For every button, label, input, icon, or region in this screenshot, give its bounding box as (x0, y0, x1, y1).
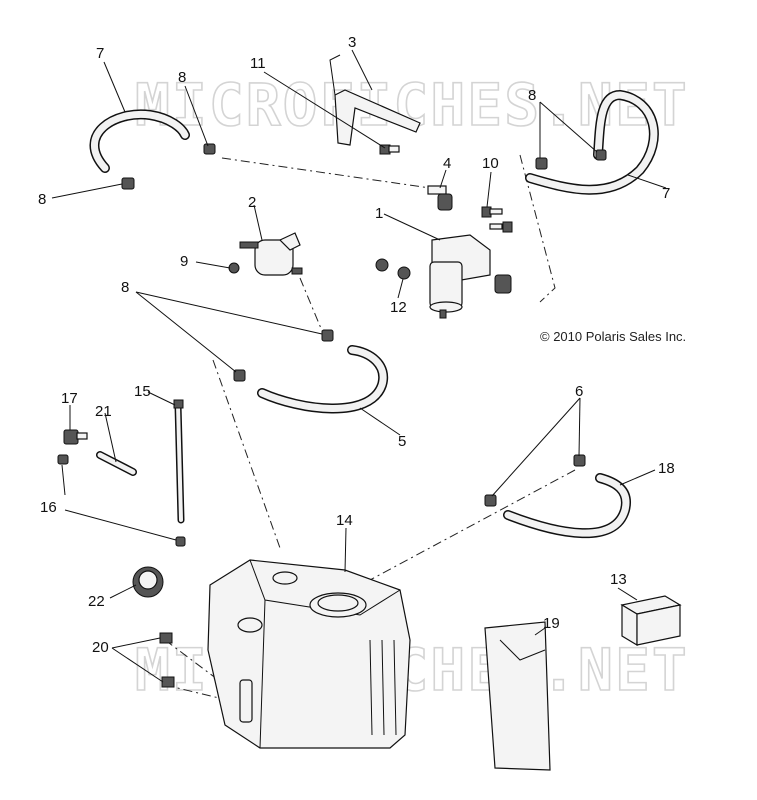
callout-13: 13 (610, 571, 627, 588)
callout-12: 12 (390, 299, 407, 316)
callout-numbers: 7 8 8 3 11 4 10 1 8 7 2 9 12 8 5 15 17 2… (38, 34, 675, 656)
callout-8-right: 8 (528, 87, 536, 104)
hose-left-part-7 (89, 109, 190, 173)
callout-14: 14 (336, 512, 353, 529)
bracket-part-3 (329, 54, 421, 146)
callout-15: 15 (134, 383, 151, 400)
box-part-13 (620, 595, 682, 647)
callout-3: 3 (348, 34, 356, 51)
fitting-part-4 (427, 185, 453, 211)
clamps (57, 143, 607, 547)
tube-part-21 (96, 451, 137, 476)
bag-part-19 (484, 621, 551, 771)
callout-5: 5 (398, 433, 406, 450)
tube-part-15 (173, 399, 185, 524)
fuel-tank-part-14 (207, 559, 411, 749)
copyright-notice: © 2010 Polaris Sales Inc. (540, 329, 686, 344)
callout-7-left: 7 (96, 45, 104, 62)
callout-11: 11 (250, 55, 266, 72)
cap-part-22 (132, 566, 164, 598)
leader-lines (51, 49, 667, 683)
hose-right-part-7 (525, 89, 659, 195)
callout-8-left: 8 (38, 191, 46, 208)
callout-10: 10 (482, 155, 499, 172)
fuel-filter-part-1 (429, 234, 512, 319)
callout-20: 20 (92, 639, 109, 656)
hose-part-5 (257, 345, 389, 414)
nuts-part-12 (375, 258, 411, 280)
callout-8-middle: 8 (121, 279, 129, 296)
callout-4: 4 (443, 155, 451, 172)
callout-21: 21 (95, 403, 112, 420)
pump-part-2 (239, 232, 303, 276)
callout-18: 18 (658, 460, 675, 477)
screw-part-9 (228, 262, 240, 274)
callout-16: 16 (40, 499, 57, 516)
callout-17: 17 (61, 390, 78, 407)
hose-part-18 (503, 473, 631, 539)
fitting-part-17 (63, 429, 88, 445)
bolts-part-10 (481, 206, 513, 233)
callout-1: 1 (375, 205, 383, 222)
callout-7-right: 7 (662, 185, 670, 202)
callout-6: 6 (575, 383, 583, 400)
callout-19: 19 (543, 615, 560, 632)
callout-8-top-left: 8 (178, 69, 186, 86)
callout-2: 2 (248, 194, 256, 211)
callout-22: 22 (88, 593, 105, 610)
callout-9: 9 (180, 253, 188, 270)
bolt-part-11 (379, 144, 400, 155)
